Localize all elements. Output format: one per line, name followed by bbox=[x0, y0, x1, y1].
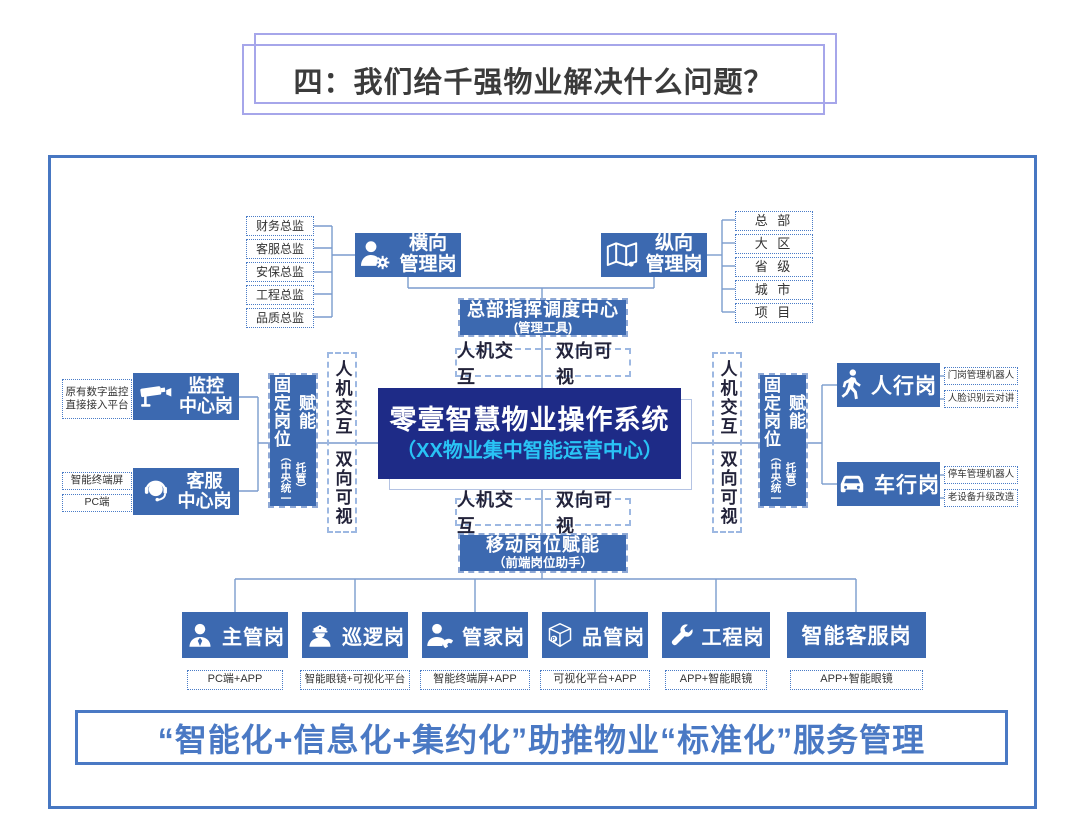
monitor-center-post: 监控 中心岗 bbox=[133, 373, 239, 420]
core-system-box: 零壹智慧物业操作系统 （XX物业集中智能运营中心） bbox=[378, 388, 681, 479]
fixed-post-empowerment-left: 固定岗位赋能 （中央统一托管） bbox=[268, 373, 318, 508]
level-item: 省 级 bbox=[735, 257, 813, 277]
headset-agent-icon bbox=[144, 480, 167, 502]
mobile-post-quality: P 品管岗 bbox=[542, 612, 648, 658]
butler-phone-icon bbox=[427, 623, 454, 648]
vehicle-note: 老设备升级改造 bbox=[944, 489, 1018, 507]
post-label: 纵向 bbox=[654, 233, 693, 255]
post-label: 巡逻岗 bbox=[342, 626, 405, 649]
interaction-label: 双向可视 bbox=[717, 449, 737, 526]
fixed-post-empowerment-right: 固定岗位赋能 （中央统一托管） bbox=[758, 373, 808, 508]
hq-command-center: 总部指挥调度中心 (管理工具) bbox=[458, 298, 628, 337]
device-note: APP+智能眼镜 bbox=[665, 670, 767, 690]
service-note: PC端 bbox=[62, 494, 132, 512]
svg-text:P: P bbox=[552, 637, 556, 643]
level-item: 城 市 bbox=[735, 280, 813, 300]
pedestrian-note: 门岗管理机器人 bbox=[944, 367, 1018, 385]
mobile-post-patrol: 巡逻岗 bbox=[302, 612, 408, 658]
wrench-icon bbox=[671, 623, 693, 645]
title-frame-front bbox=[242, 44, 825, 115]
service-note: 智能终端屏 bbox=[62, 472, 132, 490]
interaction-label: 人机交互 bbox=[717, 359, 737, 436]
empower-label: 固定岗位赋能 bbox=[761, 375, 805, 448]
post-label: 中心岗 bbox=[177, 490, 232, 511]
interaction-label: 双向可视 bbox=[556, 340, 613, 387]
post-label: 横向 bbox=[408, 233, 447, 255]
post-label: 管家岗 bbox=[462, 626, 525, 649]
pedestrian-note: 人脸识别云对讲 bbox=[944, 390, 1018, 408]
vehicle-note: 停车管理机器人 bbox=[944, 466, 1018, 484]
empower-sublabel: （中央统一托管） bbox=[279, 451, 307, 504]
post-label: 管理岗 bbox=[399, 254, 457, 275]
post-label: 智能客服岗 bbox=[801, 625, 912, 648]
interaction-box-top: 人机交互 双向可视 bbox=[455, 341, 631, 387]
patrol-officer-icon bbox=[309, 624, 331, 647]
post-label: 车行岗 bbox=[874, 474, 940, 497]
post-label: 客服 bbox=[186, 471, 223, 492]
slogan-banner: “智能化+信息化+集约化”助推物业“标准化”服务管理 bbox=[75, 710, 1008, 765]
role-item: 财务总监 bbox=[246, 216, 314, 236]
post-label: 管理岗 bbox=[645, 254, 703, 275]
pedestrian-post: 人行岗 bbox=[837, 363, 940, 407]
core-system-title: 零壹智慧物业操作系统 bbox=[389, 404, 670, 435]
post-label: 中心岗 bbox=[179, 395, 233, 416]
role-item: 品质总监 bbox=[246, 308, 314, 328]
monitor-note: 原有数字监控 直接接入平台 bbox=[62, 379, 132, 419]
level-item: 项 目 bbox=[735, 303, 813, 323]
device-note: PC端+APP bbox=[187, 670, 283, 690]
mobile-title: 移动岗位赋能 bbox=[486, 535, 600, 556]
post-label: 人行岗 bbox=[871, 375, 937, 398]
interaction-label: 人机交互 bbox=[457, 490, 514, 536]
device-note: 智能终端屏+APP bbox=[420, 670, 530, 690]
mobile-post-empowerment: 移动岗位赋能 （前端岗位助手） bbox=[458, 533, 628, 573]
interaction-box-bottom: 人机交互 双向可视 bbox=[455, 490, 631, 536]
vehicle-post: 车行岗 bbox=[837, 462, 940, 506]
mobile-post-supervisor: 主管岗 bbox=[182, 612, 288, 658]
empower-label: 固定岗位赋能 bbox=[271, 375, 315, 448]
interaction-label: 人机交互 bbox=[457, 340, 514, 387]
mobile-post-smart-service: 智能客服岗 bbox=[787, 612, 926, 658]
role-item: 客服总监 bbox=[246, 239, 314, 259]
car-icon bbox=[840, 475, 864, 493]
note-line: 直接接入平台 bbox=[65, 399, 129, 411]
title-frame-back bbox=[254, 33, 837, 104]
interaction-label: 人机交互 bbox=[332, 359, 352, 436]
interaction-label: 双向可视 bbox=[332, 449, 352, 526]
interaction-label: 双向可视 bbox=[556, 490, 613, 536]
role-item: 工程总监 bbox=[246, 285, 314, 305]
core-system-subtitle: （XX物业集中智能运营中心） bbox=[396, 440, 663, 463]
interaction-box-left: 人机交互双向可视 bbox=[327, 352, 357, 533]
vertical-management-post: 纵向管理岗 bbox=[601, 233, 707, 277]
map-gear-icon bbox=[607, 242, 638, 267]
interaction-box-right: 人机交互双向可视 bbox=[712, 352, 742, 533]
level-item: 总 部 bbox=[735, 211, 813, 231]
hq-title: 总部指挥调度中心 bbox=[467, 299, 619, 320]
quality-cube-icon: P bbox=[548, 623, 572, 647]
role-item: 安保总监 bbox=[246, 262, 314, 282]
device-note: 可视化平台+APP bbox=[540, 670, 650, 690]
empower-sublabel: （中央统一托管） bbox=[769, 451, 797, 504]
walking-person-icon bbox=[841, 369, 861, 400]
mobile-post-butler: 管家岗 bbox=[422, 612, 528, 658]
hq-subtitle: (管理工具) bbox=[513, 320, 573, 335]
horizontal-management-post: 横向管理岗 bbox=[355, 233, 461, 277]
mobile-post-engineering: 工程岗 bbox=[662, 612, 770, 658]
service-center-post: 客服 中心岗 bbox=[133, 468, 239, 515]
diagram-frame bbox=[48, 155, 1037, 809]
supervisor-icon bbox=[189, 623, 211, 647]
device-note: 智能眼镜+可视化平台 bbox=[300, 670, 410, 690]
person-gear-icon bbox=[361, 241, 390, 270]
post-label: 监控 bbox=[188, 376, 224, 397]
post-label: 工程岗 bbox=[701, 626, 765, 649]
cctv-camera-icon bbox=[140, 386, 172, 407]
post-label: 品管岗 bbox=[582, 626, 645, 649]
page-title: 四：我们给千强物业解决什么问题？ bbox=[293, 66, 774, 99]
mobile-subtitle: （前端岗位助手） bbox=[492, 556, 593, 571]
post-label: 主管岗 bbox=[222, 626, 285, 649]
device-note: APP+智能眼镜 bbox=[790, 670, 923, 690]
note-line: 原有数字监控 bbox=[65, 385, 129, 398]
level-item: 大 区 bbox=[735, 234, 813, 254]
